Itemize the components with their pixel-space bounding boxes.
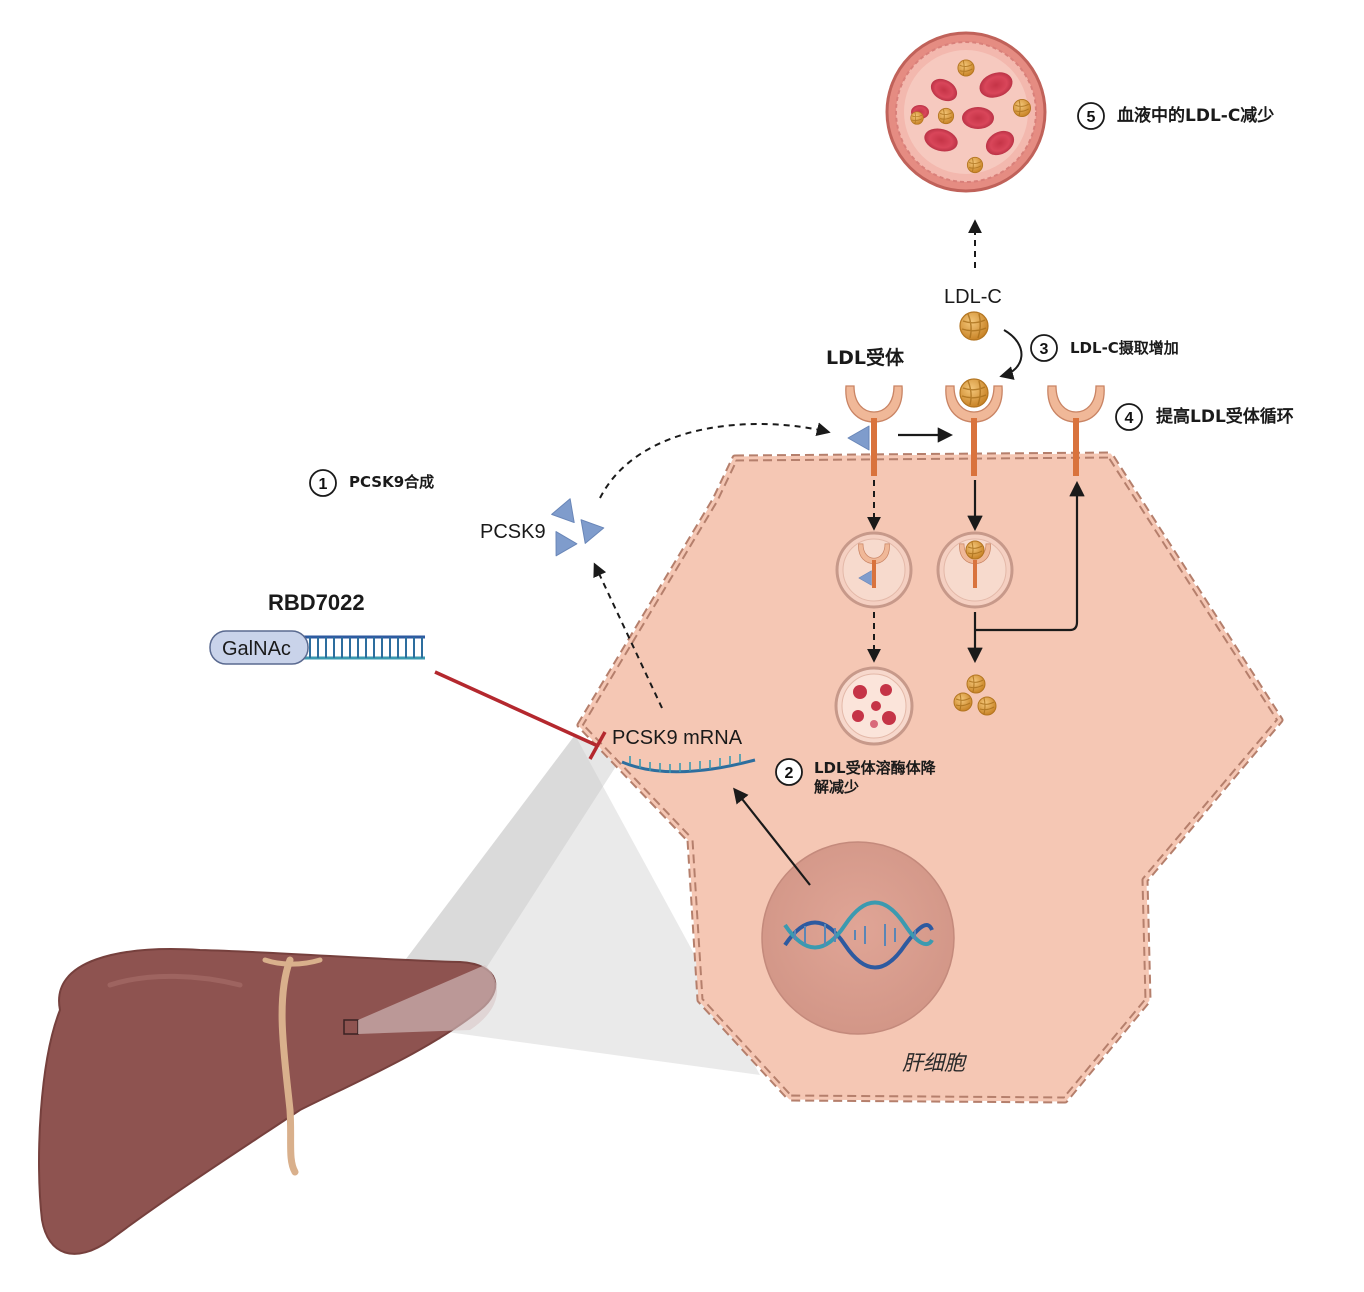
blood-vessel-icon [885, 31, 1047, 193]
sirna-duplex-icon [300, 635, 425, 660]
ldl-receptor-1 [845, 385, 903, 476]
hepatocyte-cell [576, 451, 1284, 1104]
step-5: 5 血液中的LDL-C减少 [1077, 102, 1274, 130]
step-2-text-line1: LDL受体溶酶体降 [814, 759, 937, 777]
liver-illustration [38, 735, 760, 1255]
uptake-arrow [999, 329, 1023, 380]
secretion-arrow [599, 422, 831, 499]
step-3-number: 3 [1040, 341, 1049, 358]
step-2: 2 LDL受体溶酶体降 解减少 [775, 758, 937, 796]
galnac-label: GalNAc [222, 638, 291, 660]
ldl-c-particle-icon [959, 311, 989, 341]
dna-helix-icon [783, 900, 934, 970]
transcription-arrow [733, 787, 811, 886]
step-1: 1 PCSK9合成 [309, 469, 434, 497]
step-5-number: 5 [1087, 109, 1096, 126]
lysosome-icon [834, 666, 914, 746]
ldl-receptor-label: LDL受体 [826, 346, 905, 369]
step-4: 4 提高LDL受体循环 [1115, 403, 1294, 431]
step-3-text: LDL-C摄取增加 [1070, 339, 1179, 357]
step-1-text: PCSK9合成 [349, 473, 434, 491]
recycle-arrow [975, 480, 1085, 632]
pcsk9-protein-icon [545, 494, 607, 557]
step-1-number: 1 [319, 476, 328, 493]
step-2-text-line2: 解减少 [814, 778, 859, 796]
step-3: 3 LDL-C摄取增加 [1030, 334, 1179, 362]
ldl-c-label: LDL-C [944, 286, 1002, 308]
step-2-number: 2 [785, 765, 794, 782]
ldl-receptor-2 [945, 378, 1003, 476]
nucleus [761, 841, 955, 1035]
endosome-ldl [936, 531, 1014, 609]
step-5-text: 血液中的LDL-C减少 [1117, 105, 1274, 126]
endosome-pcsk9 [835, 531, 913, 609]
mrna-strand-icon [621, 754, 756, 774]
pcsk9-label: PCSK9 [480, 521, 546, 543]
step-4-number: 4 [1125, 410, 1134, 427]
ldl-receptor-3 [1047, 385, 1105, 476]
galnac-ligand: GalNAc [209, 630, 309, 665]
translation-arrow [593, 562, 663, 709]
cell-label: 肝细胞 [902, 1051, 968, 1075]
step-4-text: 提高LDL受体循环 [1156, 406, 1294, 427]
inhibition-line [434, 670, 607, 760]
drug-name-label: RBD7022 [268, 590, 365, 615]
pcsk9-mrna-label: PCSK9 mRNA [612, 727, 743, 749]
